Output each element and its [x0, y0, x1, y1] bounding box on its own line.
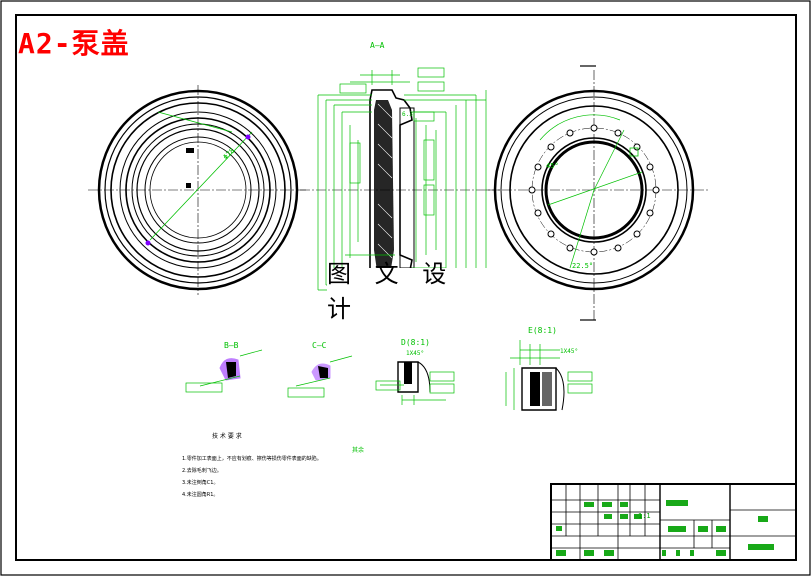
left-view-diameter-label: Φ78	[222, 147, 237, 162]
right-view-angle-label: 22.5°	[572, 262, 593, 270]
tech-req-item-2: 2.去除毛刺飞边。	[182, 467, 222, 474]
section-c-c-label: C—C	[312, 341, 327, 350]
detail-e-view: E(8:1) 1X45°	[505, 326, 593, 411]
section-b-b-label: B—B	[224, 341, 239, 350]
section-a-a-label: A—A	[370, 41, 385, 50]
inner-border	[15, 14, 797, 561]
detail-d-label: D(8:1)	[401, 338, 430, 347]
technical-requirements: 技 术 要 求 1.零件加工表面上，不应有划痕、擦伤等损伤零件表面的缺陷。 2.…	[182, 432, 364, 498]
detail-d-chamfer-label: 1X45°	[406, 350, 424, 357]
a-a-roughness-label: 6.3	[402, 111, 413, 118]
watermark-text: 图 文 设 计	[327, 260, 489, 323]
drawing-title: A2-泵盖	[18, 27, 130, 60]
right-view-angle-45-label: 45°	[546, 162, 559, 170]
surface-roughness-note: 其余	[352, 446, 364, 454]
tech-req-item-4: 4.未注圆角R1。	[182, 491, 218, 498]
left-end-view: Φ78	[88, 85, 308, 295]
title-block: 1:1	[550, 483, 797, 561]
section-c-c-view: C—C	[287, 341, 353, 398]
detail-e-chamfer-label: 1X45°	[560, 348, 578, 355]
detail-e-label: E(8:1)	[528, 326, 557, 335]
section-b-b-view: B—B	[185, 341, 263, 393]
detail-d-view: D(8:1) 1X45°	[375, 338, 455, 405]
tech-req-item-1: 1.零件加工表面上，不应有划痕、擦伤等损伤零件表面的缺陷。	[182, 455, 322, 462]
tech-req-item-3: 3.未注倒角C1。	[182, 479, 218, 486]
tech-req-title: 技 术 要 求	[212, 432, 242, 440]
title-block-scale: 1:1	[638, 512, 651, 520]
right-end-view: 22.5° 45°	[486, 65, 708, 321]
